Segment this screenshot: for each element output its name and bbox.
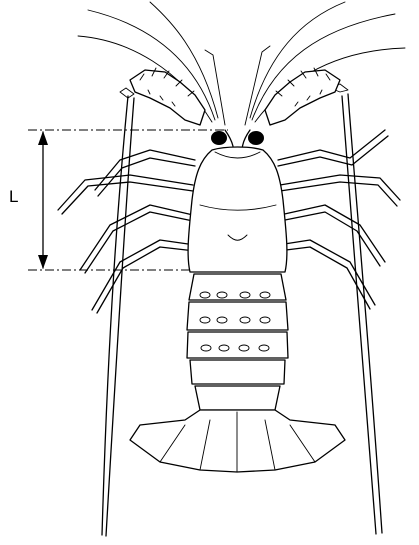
antenna-peduncles [130,68,340,125]
right-eye [248,131,264,145]
right-antenna [348,94,382,533]
walking-legs-right [278,130,400,309]
left-eye [211,131,227,145]
walking-legs-left [58,150,195,313]
abdomen [187,274,288,410]
dimension-arrow-head-bottom [38,255,48,269]
tail-fan [130,410,345,472]
left-antenna [102,96,128,535]
dimension-arrow-head-top [38,131,48,145]
carapace [188,147,287,272]
length-label: L [9,188,18,205]
